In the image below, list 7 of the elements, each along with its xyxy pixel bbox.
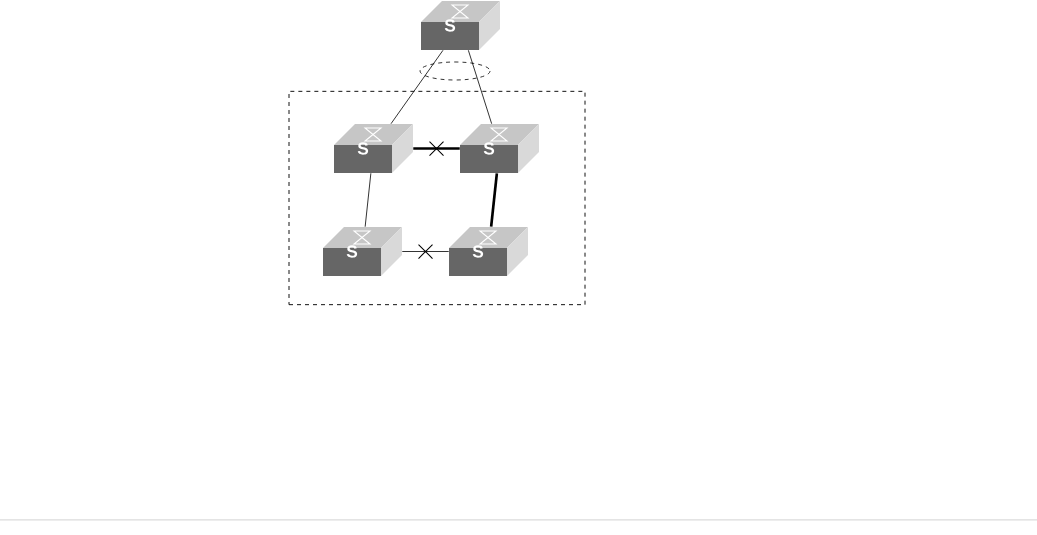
link-line (489, 173, 499, 227)
link-line (390, 49, 444, 125)
link-line (467, 49, 493, 125)
link-line (364, 172, 372, 228)
dashed-boundary (288, 90, 586, 306)
link-line (413, 147, 460, 150)
link-line (401, 251, 450, 252)
